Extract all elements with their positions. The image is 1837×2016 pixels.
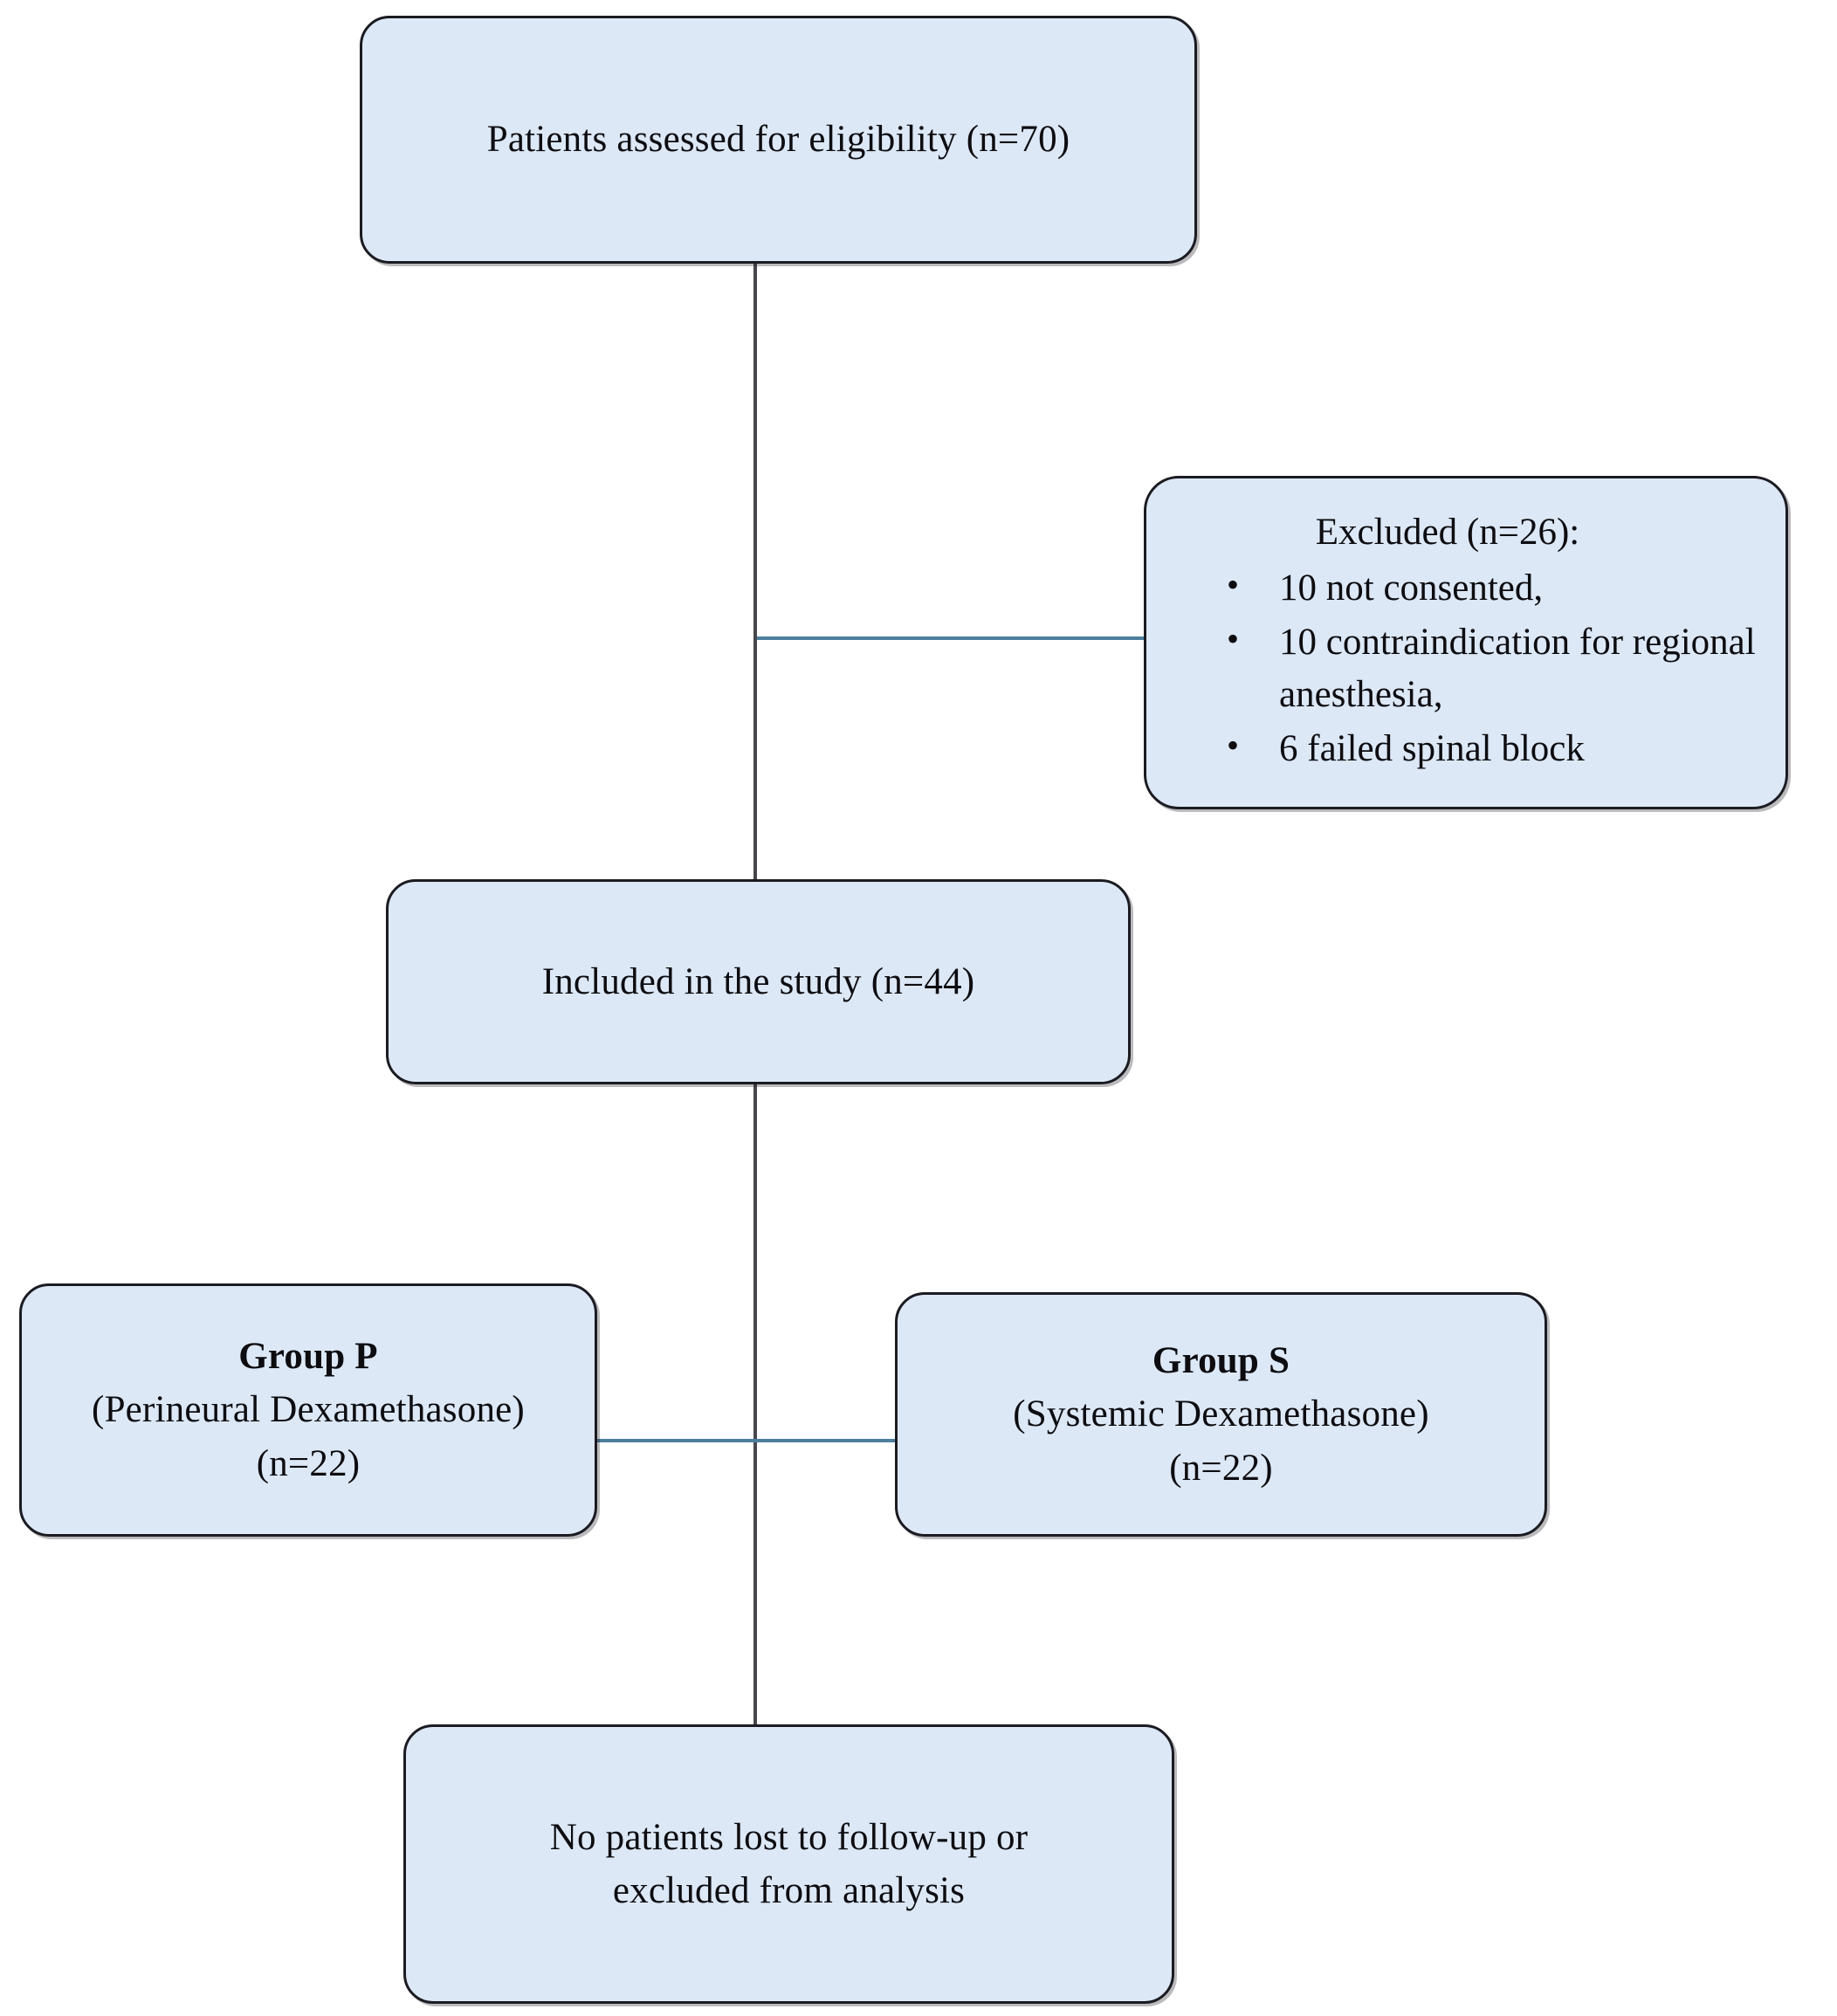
node-group-p: Group P (Perineural Dexamethasone) (n=22… bbox=[19, 1283, 597, 1537]
connector-to-excluded-box bbox=[757, 636, 1146, 640]
bullet-icon: • bbox=[1227, 564, 1240, 604]
bullet-icon: • bbox=[1227, 618, 1240, 658]
connector-included-to-followup bbox=[753, 1083, 757, 1726]
node-no-patients-lost-to-followup: No patients lost to follow-up or exclude… bbox=[403, 1724, 1174, 2004]
excluded-reason-text: 6 failed spinal block bbox=[1279, 728, 1585, 770]
bullet-icon: • bbox=[1227, 726, 1240, 766]
node-included-in-the-study: Included in the study (n=44) bbox=[386, 879, 1131, 1084]
included-label: Included in the study (n=44) bbox=[541, 960, 975, 1002]
node-followup-content: No patients lost to follow-up or exclude… bbox=[406, 1811, 1172, 1917]
excluded-title: Excluded (n=26): bbox=[1315, 511, 1580, 553]
eligibility-label: Patients assessed for eligibility (n=70) bbox=[486, 119, 1070, 161]
list-item: • 10 contraindication for regional anest… bbox=[1181, 616, 1766, 721]
group-s-title: Group S bbox=[1152, 1340, 1290, 1382]
connector-group-p-to-group-s bbox=[597, 1439, 897, 1442]
list-item: • 6 failed spinal block bbox=[1181, 723, 1766, 775]
excluded-reason-text: 10 contraindication for regional anesthe… bbox=[1279, 621, 1756, 715]
group-p-count: (n=22) bbox=[256, 1442, 361, 1484]
node-patients-assessed-for-eligibility: Patients assessed for eligibility (n=70) bbox=[360, 16, 1197, 264]
excluded-content: Excluded (n=26): • 10 not consented, • 1… bbox=[1146, 508, 1785, 778]
node-eligibility-content: Patients assessed for eligibility (n=70) bbox=[362, 113, 1194, 166]
node-included-content: Included in the study (n=44) bbox=[389, 955, 1128, 1008]
followup-line-2: excluded from analysis bbox=[612, 1870, 966, 1911]
group-s-count: (n=22) bbox=[1169, 1447, 1273, 1489]
node-group-p-content: Group P (Perineural Dexamethasone) (n=22… bbox=[22, 1330, 595, 1490]
node-excluded: Excluded (n=26): • 10 not consented, • 1… bbox=[1144, 476, 1788, 809]
group-p-subtitle: (Perineural Dexamethasone) bbox=[92, 1389, 525, 1431]
group-s-subtitle: (Systemic Dexamethasone) bbox=[1013, 1393, 1429, 1435]
group-p-title: Group P bbox=[238, 1336, 378, 1378]
excluded-reason-text: 10 not consented, bbox=[1279, 567, 1544, 609]
followup-line-1: No patients lost to follow-up or bbox=[549, 1816, 1029, 1858]
excluded-reason-list: • 10 not consented, • 10 contraindicatio… bbox=[1181, 562, 1766, 776]
node-group-s-content: Group S (Systemic Dexamethasone) (n=22) bbox=[898, 1334, 1545, 1494]
connector-eligibility-to-included bbox=[753, 262, 757, 881]
list-item: • 10 not consented, bbox=[1181, 562, 1766, 615]
node-group-s: Group S (Systemic Dexamethasone) (n=22) bbox=[895, 1292, 1547, 1537]
